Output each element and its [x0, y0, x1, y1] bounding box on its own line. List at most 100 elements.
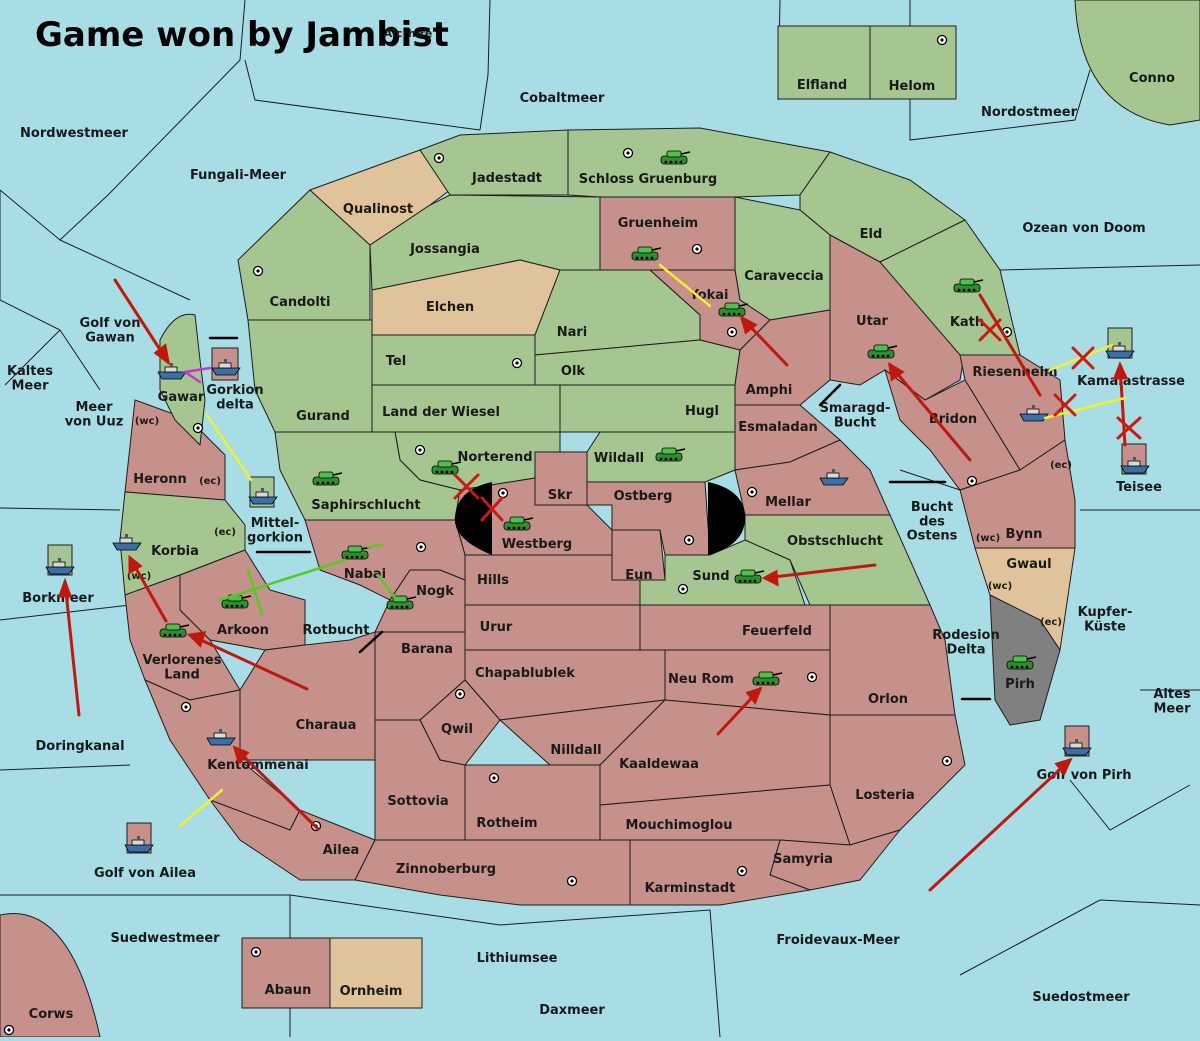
region-karminstadt — [629, 839, 812, 906]
label-korbia: Korbia — [151, 544, 199, 559]
label-amphi: Amphi — [746, 383, 793, 398]
label-riesenheim: Riesenheim — [972, 365, 1057, 380]
label-froidevaux: Froidevaux-Meer — [776, 933, 900, 948]
label-zinnoberburg: Zinnoberburg — [396, 862, 496, 877]
label-bynn-wc: (wc) — [976, 533, 1000, 544]
label-nari: Nari — [557, 325, 588, 340]
region-qualinost — [309, 149, 451, 246]
label-bynn: Bynn — [1006, 527, 1043, 542]
order-arrows — [57, 263, 1142, 892]
label-neurom: Neu Rom — [668, 672, 734, 687]
label-ailea: Ailea — [323, 843, 360, 858]
label-kupfer: Kupfer-Küste — [1078, 605, 1133, 634]
label-schloss: Schloss Gruenburg — [579, 172, 717, 187]
label-feuerfeld: Feuerfeld — [742, 624, 812, 639]
label-skr: Skr — [548, 488, 573, 503]
label-nogk: Nogk — [416, 584, 454, 599]
label-norterend: Norterend — [457, 450, 532, 465]
region-gawar — [159, 313, 206, 447]
label-helom: Helom — [889, 79, 936, 94]
label-saphirschlucht: Saphirschlucht — [311, 498, 420, 513]
label-heronn: Heronn — [133, 472, 187, 487]
label-hills: Hills — [477, 573, 509, 588]
label-mellar: Mellar — [765, 495, 811, 510]
label-esmaladan: Esmaladan — [738, 420, 818, 435]
label-eld: Eld — [860, 227, 883, 242]
label-golf-ailea: Golf von Ailea — [94, 866, 196, 881]
label-korbia-ec: (ec) — [214, 527, 236, 538]
label-nilldall: Nilldall — [550, 743, 601, 758]
label-chapablublek: Chapablublek — [475, 666, 575, 681]
ornheim-land — [329, 937, 423, 1009]
label-golf-pirh: Golf von Pirh — [1036, 768, 1131, 783]
label-nordostmeer: Nordostmeer — [981, 105, 1078, 120]
region-losteria — [829, 714, 966, 846]
label-ornheim: Ornheim — [340, 984, 403, 999]
label-gawar-wc: (wc) — [135, 416, 159, 427]
label-caraveccia: Caraveccia — [744, 269, 823, 284]
region-kath — [879, 219, 1021, 356]
label-gwaul-ec: (ec) — [1040, 617, 1062, 628]
label-tel: Tel — [386, 354, 406, 369]
label-jadestadt: Jadestadt — [471, 171, 542, 186]
label-qualinost: Qualinost — [343, 202, 413, 217]
label-orlon: Orlon — [868, 692, 908, 707]
label-daxmeer: Daxmeer — [539, 1003, 605, 1018]
label-kath: Kath — [950, 315, 984, 330]
continent — [119, 127, 1076, 906]
label-rotheim: Rotheim — [476, 816, 537, 831]
label-utar: Utar — [856, 314, 889, 329]
label-yokai: Yokai — [688, 288, 728, 303]
label-hidden: Alcrhire — [384, 27, 433, 40]
map-title: Game won by Jambist — [35, 15, 449, 55]
label-borkmeer: Borkmeer — [22, 591, 94, 606]
label-elchen: Elchen — [426, 300, 474, 315]
label-gurand: Gurand — [296, 409, 350, 424]
label-smaragd: Smaragd-Bucht — [820, 401, 891, 430]
label-pirh: Pirh — [1005, 677, 1035, 692]
label-kaaldewaa: Kaaldewaa — [619, 757, 699, 772]
label-bynn-ec: (ec) — [1050, 460, 1072, 471]
impassable-east — [708, 482, 745, 555]
label-sund: Sund — [692, 569, 729, 584]
label-samyria: Samyria — [773, 852, 833, 867]
label-kentommenai: Kentommenai — [207, 758, 308, 773]
label-elfland: Elfland — [797, 78, 847, 93]
region-gruenheim — [599, 196, 736, 271]
label-kamalastrasse: Kamalastrasse — [1077, 374, 1185, 389]
label-nordwestmeer: Nordwestmeer — [20, 126, 128, 141]
label-gwaul: Gwaul — [1006, 557, 1051, 572]
region-schloss — [567, 127, 831, 198]
label-suedwestmeer: Suedwestmeer — [110, 931, 220, 946]
label-mittelgorkion: Mittel-gorkion — [247, 516, 303, 545]
label-candolti: Candolti — [270, 295, 331, 310]
label-doringkanal: Doringkanal — [35, 739, 124, 754]
labels: Alcrhire Nordwestmeer Fungali-Meer Cobal… — [7, 27, 1191, 1022]
label-fungali: Fungali-Meer — [190, 168, 287, 183]
label-charaua: Charaua — [296, 718, 357, 733]
label-conno: Conno — [1129, 71, 1175, 86]
label-gruenheim: Gruenheim — [618, 216, 698, 231]
label-ozean: Ozean von Doom — [1022, 221, 1145, 236]
label-cobaltmeer: Cobaltmeer — [520, 91, 605, 106]
label-wiesel: Land der Wiesel — [382, 405, 500, 420]
label-corws: Corws — [29, 1007, 74, 1022]
label-ostberg: Ostberg — [614, 489, 673, 504]
label-sottovia: Sottovia — [387, 794, 448, 809]
label-karminstadt: Karminstadt — [645, 881, 736, 896]
label-olk: Olk — [561, 364, 586, 379]
conno-land — [1074, 0, 1200, 126]
label-jossangia: Jossangia — [409, 242, 480, 257]
label-rotbucht: Rotbucht — [303, 623, 370, 638]
label-mouchimoglou: Mouchimoglou — [626, 818, 733, 833]
label-losteria: Losteria — [855, 788, 915, 803]
